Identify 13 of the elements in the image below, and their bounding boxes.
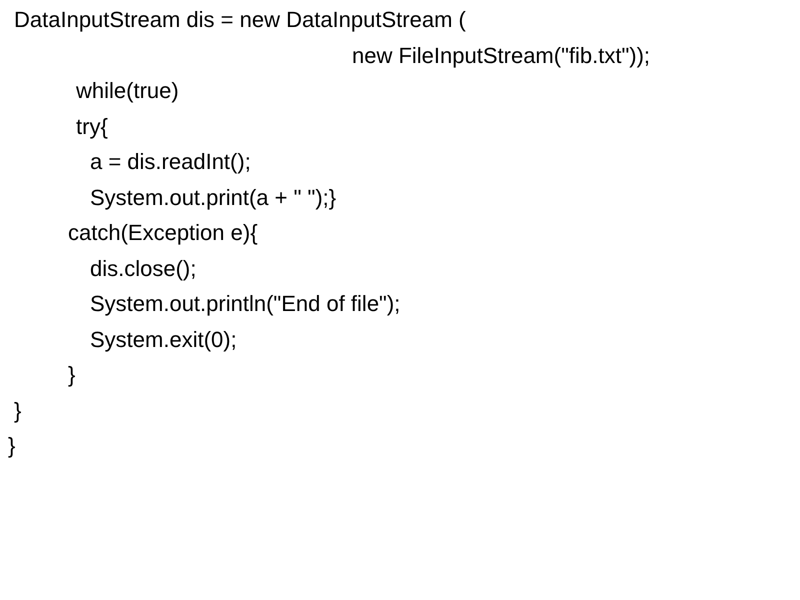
code-line: System.exit(0); xyxy=(90,326,237,354)
code-line: while(true) xyxy=(76,77,179,105)
code-line: dis.close(); xyxy=(90,254,196,282)
code-line: new FileInputStream("fib.txt")); xyxy=(352,42,650,70)
code-line: System.out.println("End of file"); xyxy=(90,290,400,318)
code-line: a = dis.readInt(); xyxy=(90,148,251,176)
code-line: } xyxy=(68,361,76,389)
code-line: } xyxy=(8,432,16,460)
code-line: DataInputStream dis = new DataInputStream ( xyxy=(14,6,466,34)
code-line: System.out.print(a + " ");} xyxy=(90,184,336,212)
code-line: catch(Exception e){ xyxy=(68,219,258,247)
code-line: try{ xyxy=(76,112,108,140)
code-line: } xyxy=(14,396,22,424)
